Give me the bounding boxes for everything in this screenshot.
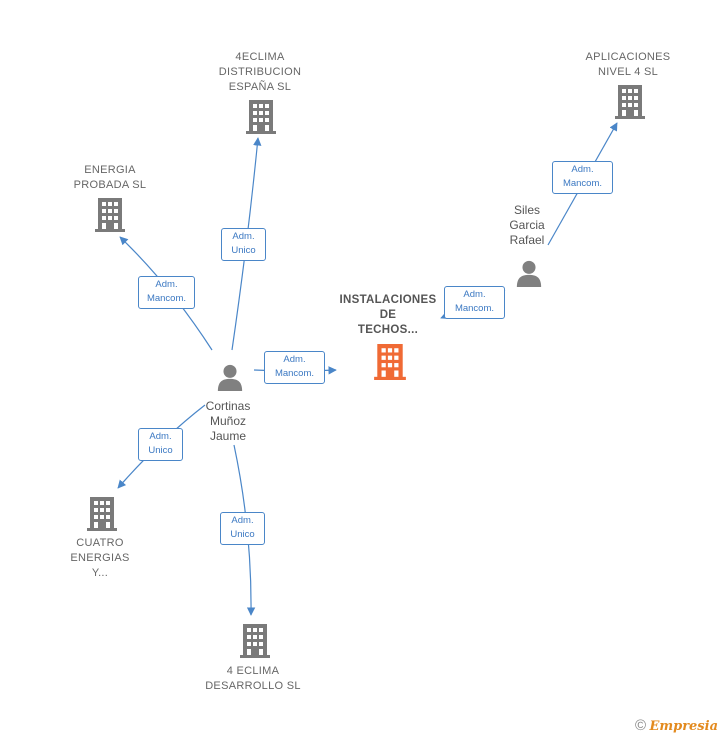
building-icon	[87, 497, 117, 531]
company-label-energia-probada[interactable]: ENERGIA PROBADA SL	[73, 164, 147, 191]
company-label-4eclima-distribucion[interactable]: 4ECLIMA DISTRIBUCION ESPAÑA SL	[218, 51, 302, 93]
person-icon	[217, 364, 243, 391]
company-label-aplicaciones-nivel4[interactable]: APLICACIONES NIVEL 4 SL	[585, 51, 671, 78]
person-label-siles[interactable]: Siles Garcia Rafael	[509, 203, 545, 247]
copyright-icon: ©	[635, 717, 647, 734]
edge-label-desarrollo[interactable]: Adm. Unico	[220, 512, 265, 545]
person-label-cortinas[interactable]: Cortinas Muñoz Jaume	[205, 399, 251, 443]
edge-label-energia[interactable]: Adm. Mancom.	[138, 276, 195, 309]
footer-brand: © Empresia	[635, 717, 718, 734]
company-label-4eclima-desarrollo[interactable]: 4 ECLIMA DESARROLLO SL	[205, 665, 301, 692]
edge-label-distribucion[interactable]: Adm. Unico	[221, 228, 266, 261]
edge-label-siles-aplicaciones[interactable]: Adm. Mancom.	[552, 161, 613, 194]
person-icon	[516, 260, 542, 287]
edge-label-siles-instalaciones[interactable]: Adm. Mancom.	[444, 286, 505, 319]
edge-label-instalaciones[interactable]: Adm. Mancom.	[264, 351, 325, 384]
edge-label-cuatro[interactable]: Adm. Unico	[138, 428, 183, 461]
company-label-instalaciones-techos[interactable]: INSTALACIONES DE TECHOS...	[339, 294, 437, 336]
building-icon-main	[374, 344, 406, 380]
company-label-cuatro-energias[interactable]: CUATRO ENERGIAS Y...	[70, 537, 130, 579]
brand-name: Empresia	[649, 719, 718, 734]
building-icon	[240, 624, 270, 658]
building-icon	[95, 198, 125, 232]
building-icon	[246, 100, 276, 134]
building-icon	[615, 85, 645, 119]
